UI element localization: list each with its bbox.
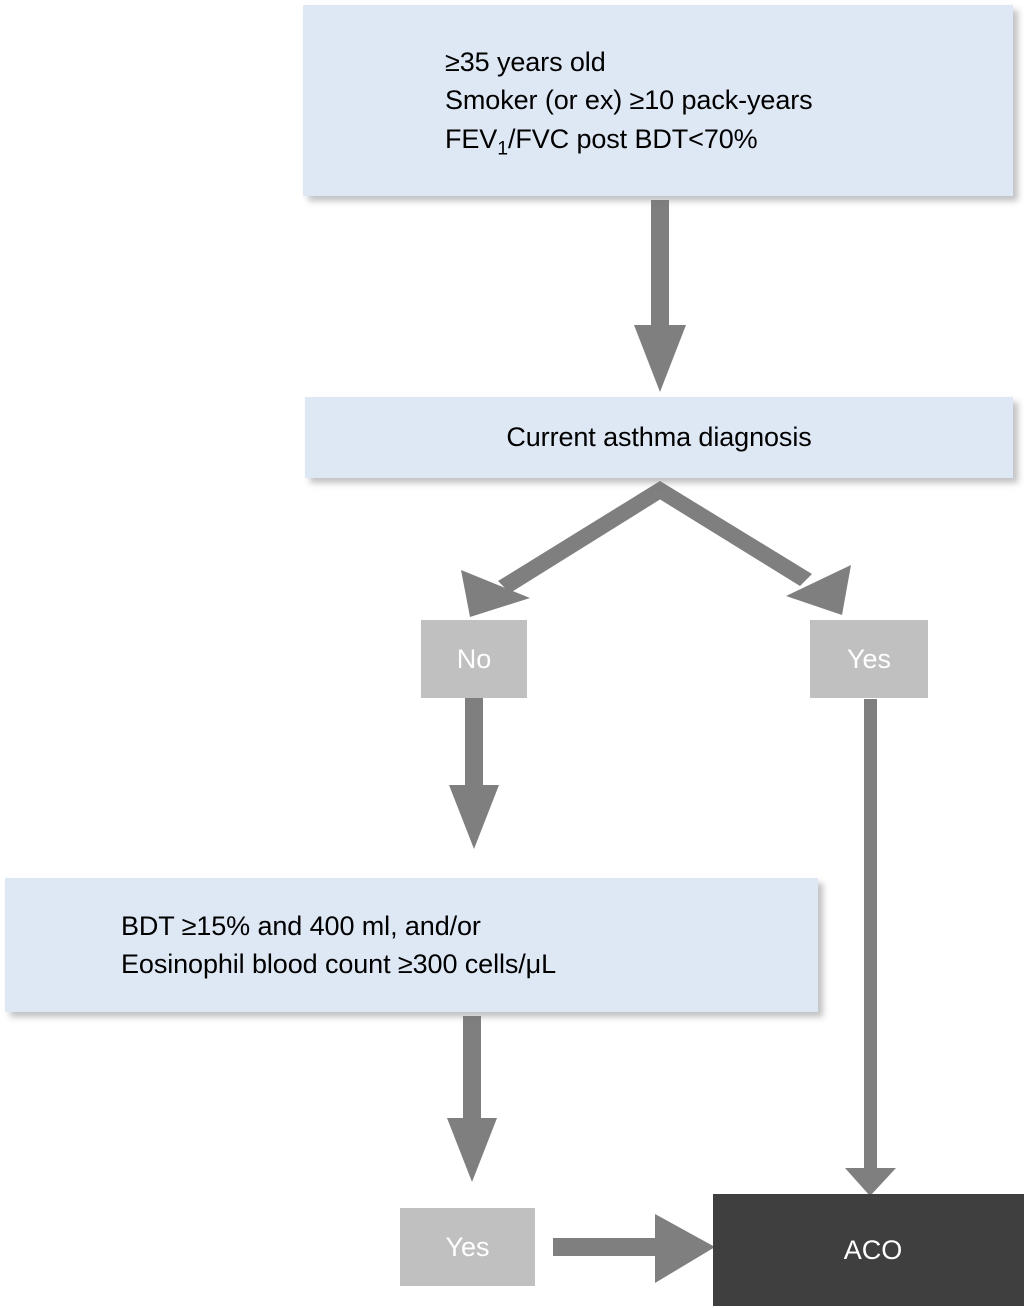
arrow-entry-to-asthma <box>634 200 686 392</box>
fev-subscript: 1 <box>497 137 508 160</box>
biomarker-criteria-line-1: BDT ≥15% and 400 ml, and/or <box>121 910 481 941</box>
arrow-asthma-to-no <box>461 481 672 617</box>
asthma-question-box: Current asthma diagnosis <box>305 397 1013 478</box>
branch-no-label: No <box>456 643 492 674</box>
biomarker-criteria-line-2: Eosinophil blood count ≥300 cells/μL <box>121 949 557 979</box>
outcome-aco-box: ACO <box>713 1194 1024 1306</box>
branch-yes-box: Yes <box>810 620 928 698</box>
criteria-entry-text-block: ≥35 years old Smoker (or ex) ≥10 pack-ye… <box>303 43 813 158</box>
criteria-entry-line-3: FEV1/FVC post BDT<70% <box>445 120 813 158</box>
fev-label: FEV <box>445 123 498 154</box>
criteria-entry-line-2: Smoker (or ex) ≥10 pack-years <box>445 85 813 116</box>
arrow-biomarker-to-yes <box>447 1016 497 1182</box>
branch-no-box: No <box>421 620 527 698</box>
biomarker-criteria-box: BDT ≥15% and 400 ml, and/or Eosinophil b… <box>5 878 818 1012</box>
criteria-entry-line-1: ≥35 years old <box>445 47 606 77</box>
branch-yes-label: Yes <box>846 643 892 674</box>
arrow-yes-to-aco <box>553 1214 715 1283</box>
arrow-asthma-to-yes <box>648 481 851 615</box>
biomarker-yes-box: Yes <box>400 1208 535 1286</box>
criteria-entry-box: ≥35 years old Smoker (or ex) ≥10 pack-ye… <box>303 5 1013 196</box>
fvc-ratio-label: /FVC post BDT<70% <box>507 123 758 154</box>
biomarker-criteria-text-block: BDT ≥15% and 400 ml, and/or Eosinophil b… <box>5 907 556 984</box>
outcome-aco-label: ACO <box>843 1234 903 1265</box>
arrow-no-to-biomarker <box>449 698 499 849</box>
asthma-question-label: Current asthma diagnosis <box>506 422 812 453</box>
biomarker-yes-label: Yes <box>445 1231 490 1262</box>
arrow-branchyes-to-aco <box>845 699 896 1196</box>
